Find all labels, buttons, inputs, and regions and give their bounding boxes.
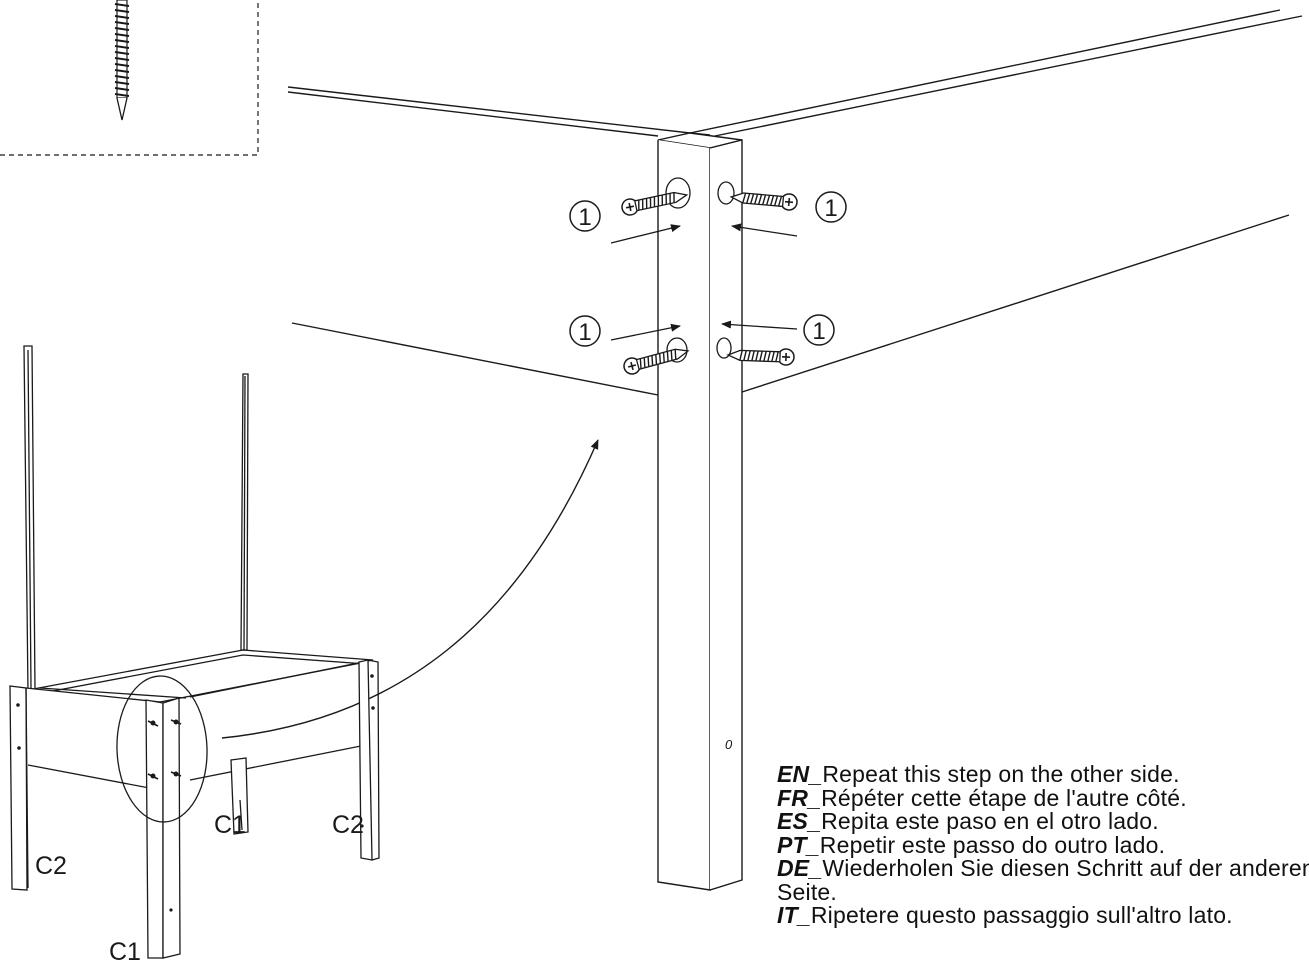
label-c1-left: C1 [109, 938, 141, 963]
callout-lower-left: 1 [569, 315, 601, 347]
closeup-screws [619, 177, 799, 377]
callout-number: 1 [812, 318, 825, 345]
language-code: FR [777, 784, 809, 811]
instruction-line: IT_Ripetere questo passaggio sull'altro … [777, 902, 1233, 928]
callout-number: 1 [578, 204, 591, 231]
instruction-line: FR_Répéter cette étape de l'autre côté. [777, 784, 1187, 811]
callout-number: 1 [824, 195, 837, 222]
leg-back-center [230, 757, 249, 835]
label-c1-center: C1 [214, 811, 246, 839]
step-callouts: 1 1 1 1 [569, 191, 847, 347]
box-rim [27, 649, 374, 698]
instruction-line: ES_Repita este paso en el otro lado. [777, 808, 1159, 834]
right-board-bottom-edge [741, 214, 1290, 393]
planter-overview [9, 345, 380, 959]
instruction-text: Repita este paso en el otro lado. [821, 808, 1159, 834]
language-code: DE [777, 855, 810, 881]
screw-detail-inset [0, 0, 259, 156]
zoom-ellipse [116, 675, 208, 823]
part-labels: C2 C1 C2 C1 [35, 811, 364, 963]
instruction-line: EN_Repeat this step on the other side. [777, 761, 1180, 787]
callout-upper-right: 1 [815, 191, 847, 223]
instruction-text: Wiederholen Sie diesen Schritt auf der a… [777, 855, 1309, 905]
language-code: PT [777, 831, 807, 858]
leg-front-left [9, 685, 28, 891]
closeup-corner-post [221, 9, 1303, 891]
screw-icon [619, 177, 691, 218]
post-mark: 0 [725, 737, 733, 752]
label-c2-right: C2 [332, 811, 364, 839]
instruction-text: Ripetere questo passaggio sull'altro lat… [810, 902, 1233, 928]
screw-icon [716, 337, 796, 367]
zoom-arrow [221, 439, 599, 739]
language-code: EN [777, 761, 810, 787]
post-left-face [657, 140, 711, 891]
instruction-text: Repetir este passo do outro lado. [819, 831, 1166, 858]
post-right-face [709, 139, 743, 891]
left-board-top-edge [287, 86, 691, 134]
box-front-board [25, 687, 161, 791]
leg-front-center [145, 699, 164, 959]
language-code: ES [777, 808, 809, 834]
callout-lower-right: 1 [803, 314, 835, 346]
instruction-text: Repeat this step on the other side. [822, 761, 1180, 787]
callout-number: 1 [578, 319, 591, 346]
direction-arrows [610, 223, 798, 341]
instructions-block: EN_Repeat this step on the other side. F… [777, 761, 1309, 928]
arrow-lower-right [721, 320, 798, 330]
screw-icon [621, 337, 691, 377]
screw-icon [717, 181, 799, 212]
language-code: IT [777, 902, 798, 928]
instruction-text: Répéter cette étape de l'autre côté. [821, 784, 1187, 811]
instruction-line: PT_Repetir este passo do outro lado. [777, 831, 1166, 858]
callout-upper-left: 1 [569, 200, 601, 232]
arrow-lower-left [610, 323, 681, 341]
label-c2-left: C2 [35, 852, 67, 880]
long-screw-icon [114, 0, 130, 121]
arrow-upper-left [610, 224, 681, 244]
left-board-bottom-edge [291, 322, 659, 396]
arrow-upper-right [731, 223, 798, 237]
instruction-line: DE_Wiederholen Sie diesen Schritt auf de… [777, 855, 1309, 905]
right-board-top-edge [689, 9, 1281, 134]
